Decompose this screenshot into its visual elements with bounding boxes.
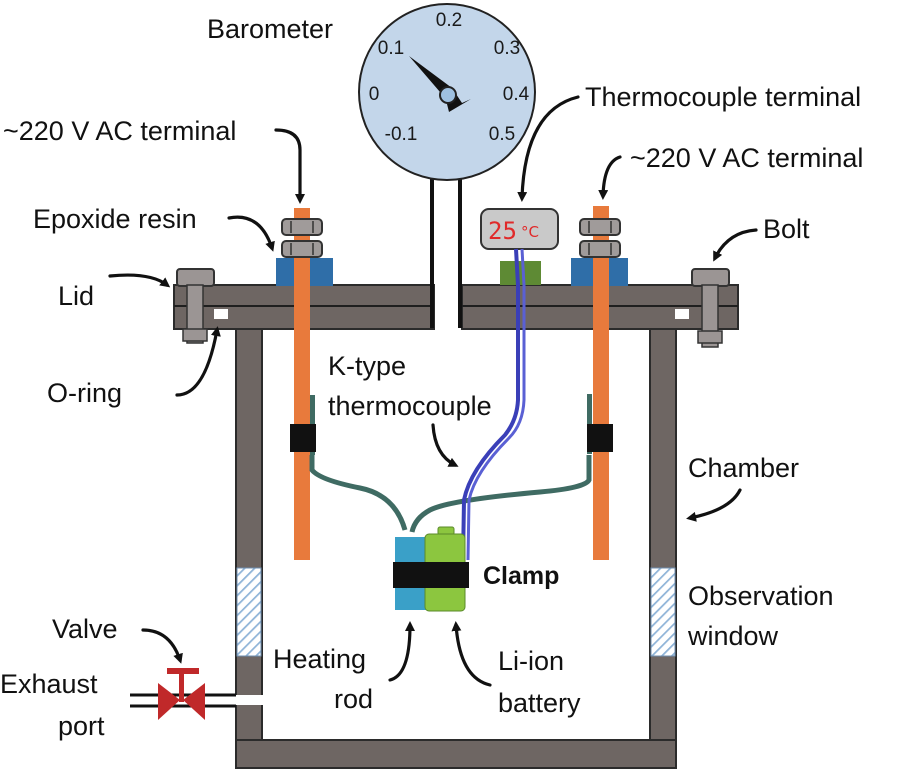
- lid: [173, 284, 739, 330]
- bolt-right: [691, 268, 730, 348]
- label-k-type-line1: K-type: [328, 351, 406, 381]
- temperature-value: 25: [488, 217, 517, 245]
- label-barometer: Barometer: [207, 14, 333, 44]
- label-ac-terminal-left: ~220 V AC terminal: [3, 116, 236, 146]
- arrow-lid: [108, 273, 171, 288]
- ac-terminal-right: [571, 206, 628, 560]
- label-epoxide-resin: Epoxide resin: [33, 204, 197, 234]
- label-observation-line2: window: [687, 621, 779, 651]
- arrow-thermocouple-terminal: [517, 95, 580, 202]
- label-heating-line2: rod: [334, 684, 373, 714]
- temperature-display: [480, 208, 559, 250]
- dial-tick-minus-0-1: -0.1: [385, 124, 418, 145]
- thermocouple-wire-b: [466, 248, 526, 561]
- label-o-ring: O-ring: [47, 378, 122, 408]
- o-ring-right: [675, 309, 689, 319]
- ac-rod-left: [294, 208, 310, 560]
- bolt-left: [176, 268, 215, 344]
- exhaust-assembly: [130, 668, 236, 720]
- ac-rod-right: [593, 206, 609, 560]
- label-heating-line1: Heating: [273, 644, 366, 674]
- wire-clip-left: [290, 424, 316, 452]
- callout-arrows: [108, 95, 758, 687]
- dial-tick-0-2: 0.2: [436, 10, 462, 31]
- heater-wire-right: [409, 455, 592, 533]
- arrow-heating-rod: [388, 621, 415, 682]
- label-exhaust-line1: Exhaust: [0, 669, 98, 699]
- ac-terminal-left: [276, 208, 333, 560]
- clamp: [393, 562, 469, 588]
- label-ac-terminal-right: ~220 V AC terminal: [630, 143, 863, 173]
- label-chamber: Chamber: [688, 453, 799, 483]
- thermocouple-wire-a: [461, 248, 520, 561]
- arrow-li-ion-battery: [451, 621, 492, 687]
- wires: [309, 248, 592, 561]
- valve-handle: [167, 668, 199, 674]
- label-lid: Lid: [58, 281, 94, 311]
- arrow-bolt: [713, 228, 758, 262]
- wire-clip-right: [587, 424, 613, 452]
- heater-wire-left: [309, 455, 408, 531]
- arrow-ac-terminal-right: [598, 155, 622, 200]
- valve-body-left: [158, 683, 180, 720]
- arrow-o-ring: [175, 326, 221, 397]
- label-k-type-line2: thermocouple: [328, 391, 492, 421]
- chamber-floor: [235, 739, 677, 769]
- valve-body-right: [183, 683, 205, 720]
- observation-window-left: [236, 567, 262, 657]
- label-exhaust-line2: port: [58, 711, 105, 741]
- label-bolt: Bolt: [763, 214, 810, 244]
- dial-tick-0: 0: [369, 84, 380, 105]
- barometer-pivot: [439, 86, 457, 104]
- thermocouple-feedthrough: [500, 261, 541, 285]
- exhaust-port-opening: [234, 695, 264, 705]
- arrow-valve: [141, 628, 183, 664]
- arrow-k-type-thermocouple: [431, 423, 459, 467]
- label-valve: Valve: [52, 614, 118, 644]
- label-clamp: Clamp: [483, 562, 559, 590]
- label-liion-line1: Li-ion: [498, 646, 564, 676]
- arrow-chamber: [686, 488, 742, 522]
- observation-window-right: [650, 567, 676, 657]
- labels: Barometer Thermocouple terminal ~220 V A…: [0, 14, 863, 741]
- barometer: 0.2 0.1 0.3 0 0.4 -0.1 0.5: [358, 3, 536, 328]
- label-liion-line2: battery: [498, 688, 581, 718]
- chamber: [234, 325, 677, 769]
- test-assembly: [393, 526, 469, 612]
- dial-tick-0-3: 0.3: [494, 38, 520, 59]
- arrow-ac-terminal-left: [274, 128, 305, 204]
- thermocouple-terminal: 25 °C: [480, 208, 559, 285]
- dial-tick-0-4: 0.4: [503, 84, 530, 105]
- arrow-epoxide-resin: [227, 215, 275, 252]
- o-ring-left: [214, 309, 228, 319]
- chamber-right-wall: [649, 325, 677, 767]
- temperature-unit: °C: [521, 223, 539, 241]
- label-thermocouple-terminal: Thermocouple terminal: [585, 82, 861, 112]
- label-observation-line1: Observation: [688, 581, 834, 611]
- dial-tick-0-1: 0.1: [378, 38, 404, 59]
- dial-tick-0-5: 0.5: [489, 124, 515, 145]
